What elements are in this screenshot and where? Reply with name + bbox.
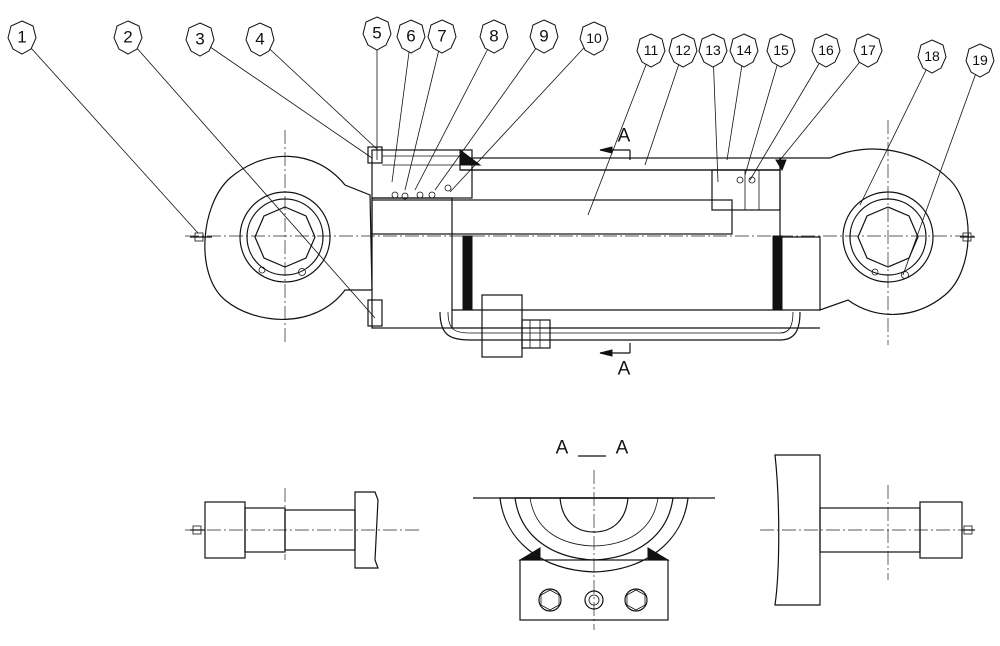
section-marker-top: A <box>599 126 631 160</box>
hydraulic-pipe <box>439 294 801 358</box>
svg-text:19: 19 <box>972 52 988 68</box>
callout-18: 18 <box>917 39 947 74</box>
callouts: 1 2 3 4 5 6 7 8 9 10 11 12 13 14 15 16 1… <box>7 16 995 78</box>
section-a-a-view: A A <box>473 438 715 630</box>
left-eye-housing <box>190 155 373 320</box>
callout-6: 6 <box>396 19 426 54</box>
callout-16: 16 <box>811 33 841 68</box>
right-eye-housing <box>775 148 975 316</box>
cylinder-tube <box>452 157 820 329</box>
svg-text:8: 8 <box>489 27 498 46</box>
svg-text:14: 14 <box>736 42 752 58</box>
callout-8: 8 <box>479 19 509 54</box>
leader-lines <box>21 35 981 319</box>
left-bushing-hex <box>254 206 316 268</box>
callout-2: 2 <box>113 20 143 55</box>
svg-text:18: 18 <box>924 48 940 64</box>
callout-4: 4 <box>245 22 275 57</box>
section-title-left: A <box>556 438 569 459</box>
section-label-top: A <box>618 126 631 147</box>
callout-1: 1 <box>7 20 37 55</box>
callout-13: 13 <box>698 33 728 68</box>
left-eye-detail <box>185 488 420 569</box>
callout-11: 11 <box>636 33 666 68</box>
piston <box>711 169 781 211</box>
right-eye-detail <box>760 454 975 606</box>
piston-rod <box>371 199 733 235</box>
section-block <box>519 559 669 621</box>
pipe-fitting <box>521 319 551 349</box>
svg-text:9: 9 <box>539 27 548 46</box>
weld-bead-right <box>775 159 787 172</box>
svg-text:11: 11 <box>644 42 659 58</box>
svg-text:5: 5 <box>372 24 381 43</box>
svg-text:7: 7 <box>437 27 446 46</box>
svg-text:15: 15 <box>773 42 789 58</box>
callout-5: 5 <box>362 16 392 51</box>
callout-12: 12 <box>668 33 698 68</box>
callout-9: 9 <box>529 19 559 54</box>
callout-15: 15 <box>766 33 796 68</box>
svg-text:2: 2 <box>123 28 132 47</box>
callout-17: 17 <box>853 33 883 68</box>
gland-bolt-bottom <box>367 299 383 327</box>
svg-text:1: 1 <box>17 28 26 47</box>
gland-bolt-top <box>367 146 383 164</box>
callout-10: 10 <box>579 21 609 56</box>
main-view: A A <box>185 120 975 380</box>
svg-text:12: 12 <box>675 42 691 58</box>
svg-text:10: 10 <box>586 30 602 46</box>
svg-text:3: 3 <box>195 30 204 49</box>
left-grease-nipple <box>194 232 204 242</box>
pipe-clamp <box>481 294 523 358</box>
section-title-right: A <box>616 438 629 459</box>
callout-14: 14 <box>729 33 759 68</box>
svg-text:4: 4 <box>255 30 264 49</box>
guide-ring-right <box>772 235 783 311</box>
section-label-bottom: A <box>618 359 631 380</box>
callout-7: 7 <box>427 19 457 54</box>
callout-3: 3 <box>185 22 215 57</box>
right-grease-nipple <box>962 232 972 242</box>
svg-text:13: 13 <box>705 42 721 58</box>
section-marker-bottom: A <box>599 343 631 380</box>
svg-text:6: 6 <box>406 27 415 46</box>
right-bushing-hex <box>857 206 919 268</box>
callout-19: 19 <box>965 43 995 78</box>
guide-ring-left <box>462 235 473 311</box>
svg-text:16: 16 <box>818 42 834 58</box>
svg-text:17: 17 <box>860 42 876 58</box>
